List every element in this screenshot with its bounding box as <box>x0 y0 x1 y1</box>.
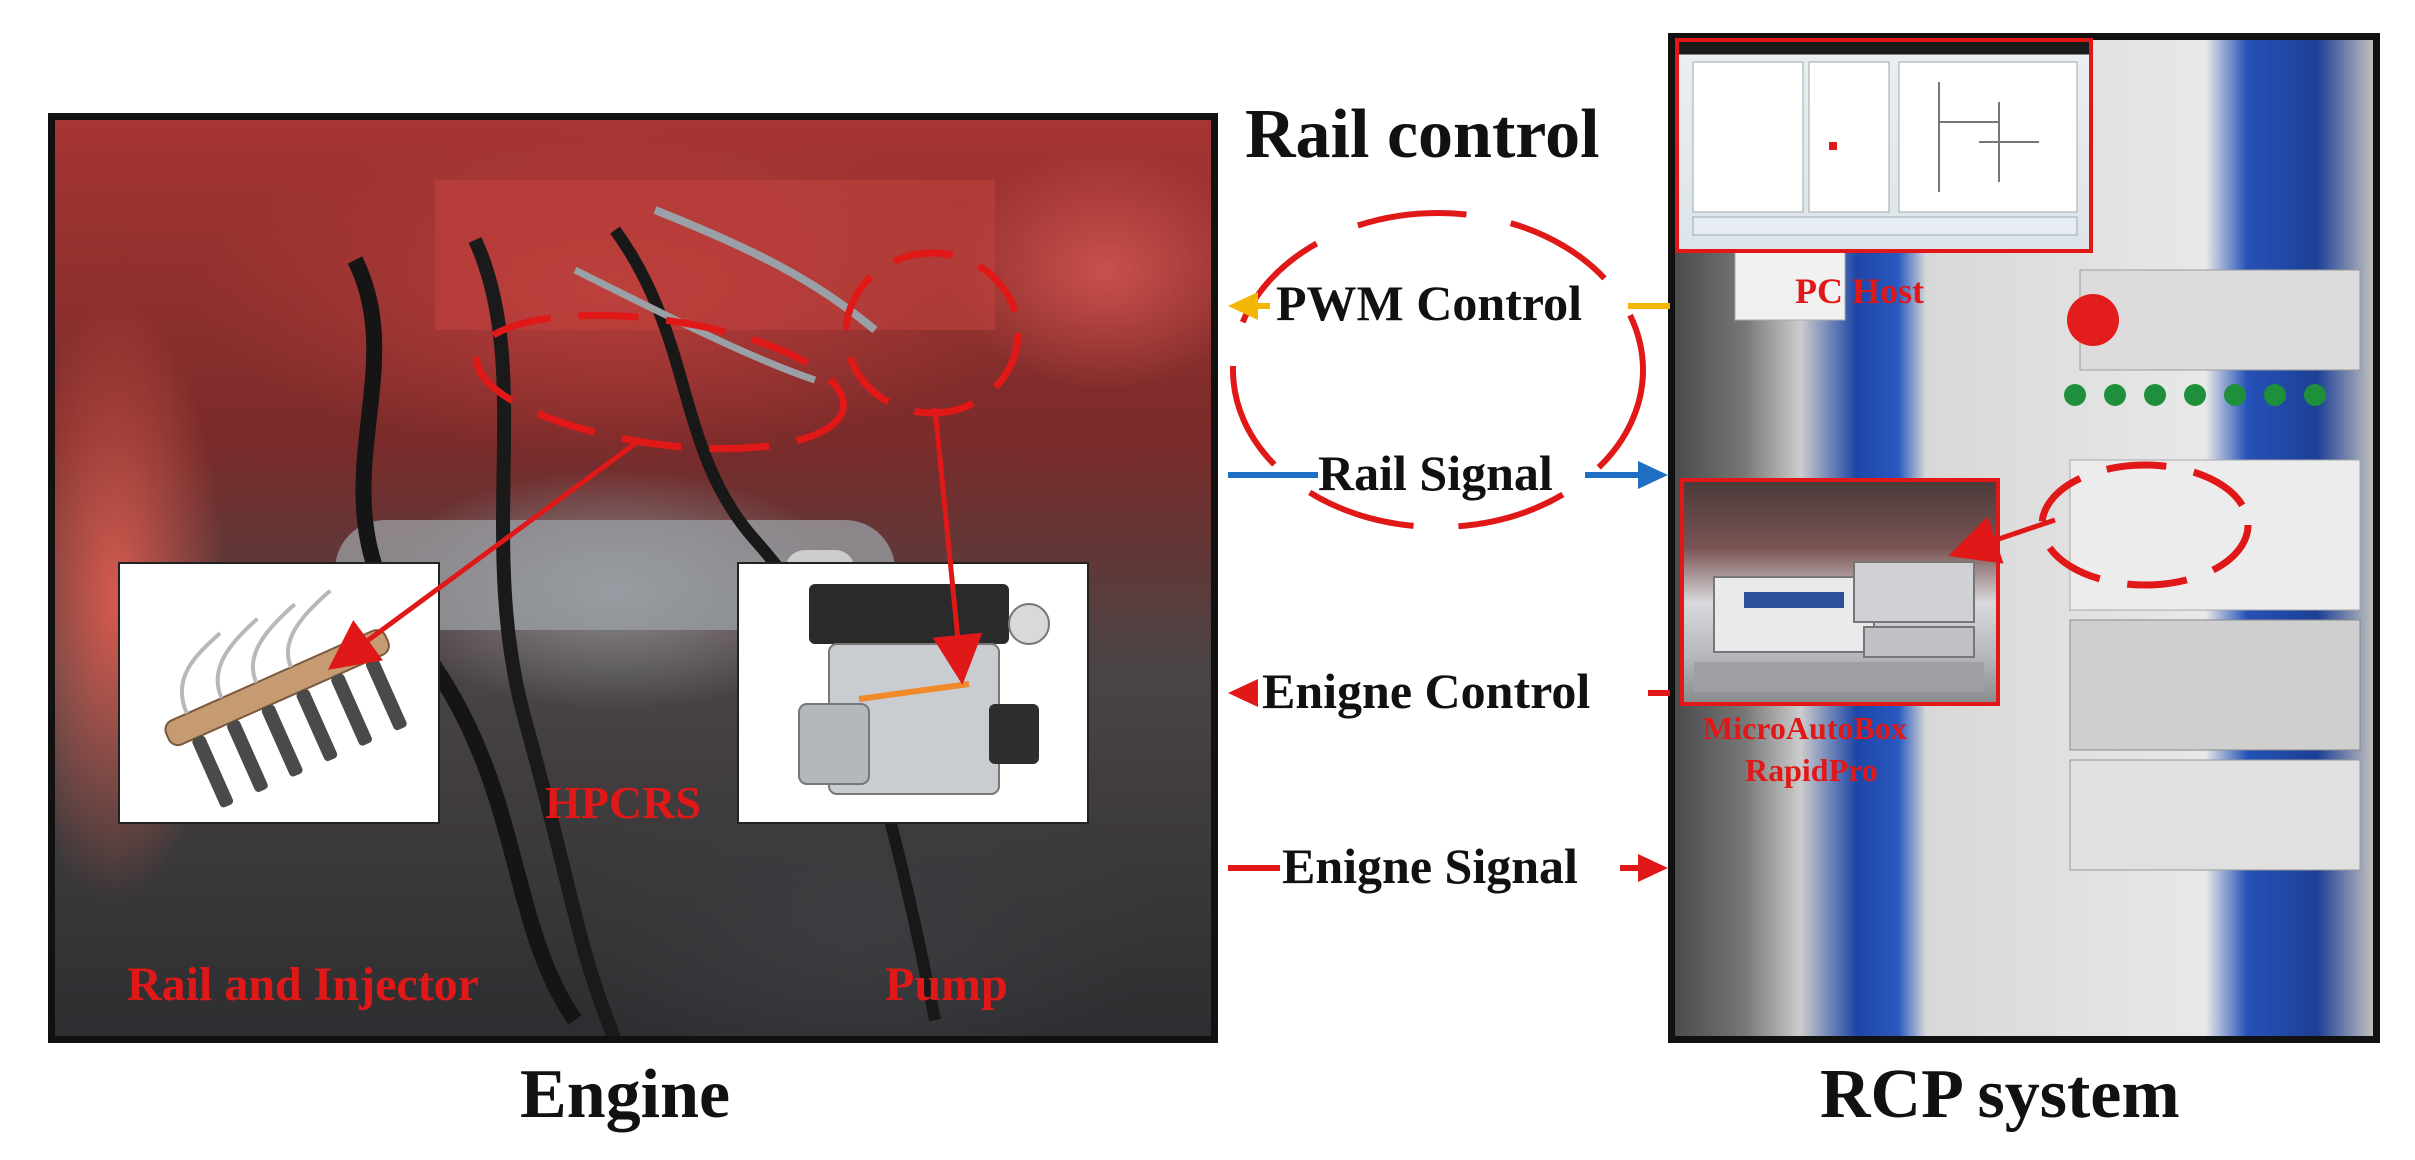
rail-highlight-ellipse <box>473 311 847 453</box>
rapidpro-label: RapidPro <box>1745 752 1878 788</box>
rapidpro-unit-lower <box>1863 626 1975 658</box>
software-tree-panel <box>1692 61 1804 213</box>
pump-housing <box>798 703 870 785</box>
software-status-bar <box>1692 216 2078 236</box>
rcp-system-title: RCP system <box>1820 1056 2180 1133</box>
rail-injector-label: Rail and Injector <box>127 958 479 1011</box>
pc-host-screen <box>1675 38 2093 253</box>
pump-actuator <box>989 704 1039 764</box>
engine-signal-label: Enigne Signal <box>1282 838 1578 894</box>
blank-panel <box>2069 459 2361 611</box>
wire-harness <box>468 237 621 1036</box>
pump-fitting <box>1008 603 1050 645</box>
microautobox-label-plate <box>1744 592 1844 608</box>
rail-control-loop <box>1230 210 1646 530</box>
rail-control-title: Rail control <box>1245 96 1600 173</box>
rail-pointer-arrow <box>327 437 642 670</box>
software-diagram-panel <box>1898 61 2078 213</box>
engine-control-arrow-head <box>1228 679 1258 707</box>
software-diagram-lines <box>1938 82 2039 192</box>
microautobox-drawing <box>1694 561 1984 692</box>
industrial-pc <box>2069 619 2361 751</box>
pc-host-screen-content <box>1692 61 2078 236</box>
engine-control-label: Enigne Control <box>1262 663 1591 719</box>
fuel-line <box>573 266 817 384</box>
rail-signal-arrow-head <box>1638 461 1668 489</box>
emergency-switch-icon <box>2067 294 2119 346</box>
pump-label: Pump <box>885 958 1008 1011</box>
bench-surface <box>1694 662 1984 692</box>
rail-signal-label: Rail Signal <box>1318 445 1553 501</box>
rapidpro-unit <box>1853 561 1975 623</box>
power-supply <box>2069 759 2361 871</box>
injectors <box>192 658 407 808</box>
engine-signal-arrow-head <box>1638 854 1668 882</box>
engine-title: Engine <box>520 1056 731 1133</box>
microautobox-image <box>1680 478 2000 706</box>
pwm-control-label: PWM Control <box>1276 275 1582 331</box>
pump-pointer-arrow <box>932 407 983 685</box>
pump-orange-line <box>858 681 970 702</box>
rcp-highlight-ellipse <box>2038 461 2252 589</box>
rail-injector-image <box>118 562 440 824</box>
injector-lines <box>179 589 332 715</box>
pwm-arrow-head <box>1228 292 1258 320</box>
hpcrs-label: HPCRS <box>545 777 701 828</box>
indicator-buttons <box>2064 384 2326 406</box>
red-indicator <box>1829 142 1837 150</box>
control-panel <box>2079 269 2361 371</box>
pump-highlight-ellipse <box>842 249 1022 417</box>
pc-host-label: PC Host <box>1795 271 1924 311</box>
microautobox-label: MicroAutoBox <box>1703 710 1907 746</box>
software-layout-panel <box>1808 61 1890 213</box>
microautobox-pointer-arrow <box>1948 516 2056 564</box>
